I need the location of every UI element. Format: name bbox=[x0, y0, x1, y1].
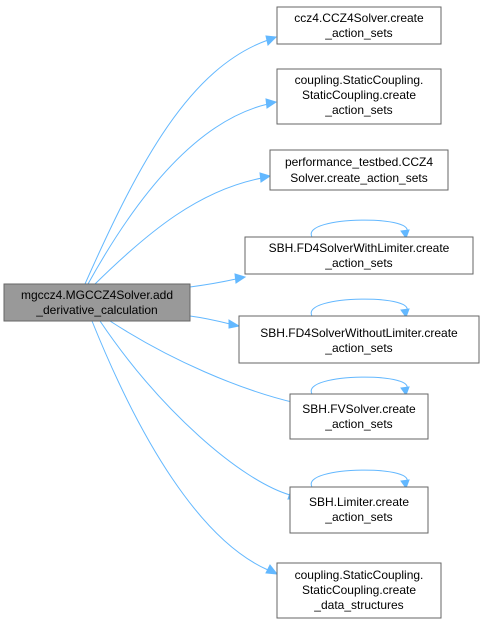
target-node-label: _action_sets bbox=[324, 103, 392, 117]
target-node-limiter[interactable]: SBH.Limiter.create _action_sets bbox=[289, 486, 429, 534]
target-node-box bbox=[276, 68, 442, 125]
self-loop-arrowhead bbox=[400, 229, 410, 240]
edge-to-ccz4-create-action-sets bbox=[84, 39, 269, 285]
edge-to-limiter bbox=[99, 320, 291, 496]
target-node-ccz4[interactable]: ccz4.CCZ4Solver.create _action_sets bbox=[276, 6, 442, 45]
target-node-label: SBH.FD4SolverWithoutLimiter.create bbox=[260, 326, 458, 340]
edge-to-fvsolver bbox=[109, 320, 297, 404]
target-node-box bbox=[289, 393, 429, 440]
target-node-label: StaticCoupling.create bbox=[302, 583, 416, 597]
root-node-box bbox=[3, 283, 191, 322]
edge-arrowhead bbox=[265, 35, 278, 46]
target-node-box bbox=[276, 6, 442, 45]
root-node[interactable]: mgccz4.MGCCZ4Solver.add _derivative_calc… bbox=[3, 283, 191, 322]
target-node-box bbox=[289, 486, 429, 534]
edge-to-performance-testbed bbox=[94, 177, 263, 285]
self-loop-fd4-with-limiter bbox=[310, 219, 408, 238]
self-loop-arrowhead bbox=[400, 386, 410, 397]
target-node-box bbox=[238, 315, 480, 364]
target-node-create-data-structures[interactable]: coupling.StaticCoupling. StaticCoupling.… bbox=[276, 562, 442, 619]
target-node-fd4-without-limiter[interactable]: SBH.FD4SolverWithoutLimiter.create _acti… bbox=[238, 315, 480, 364]
target-node-label: coupling.StaticCoupling. bbox=[295, 568, 424, 582]
edge-arrowhead bbox=[265, 564, 279, 575]
edge-arrowhead bbox=[259, 172, 272, 183]
self-loops bbox=[310, 219, 410, 490]
edge-to-fd4-with-limiter bbox=[189, 278, 237, 288]
target-node-label: ccz4.CCZ4Solver.create bbox=[294, 11, 424, 25]
self-loop-fvsolver bbox=[310, 376, 408, 395]
self-loop-arrowhead bbox=[400, 479, 410, 490]
self-loop-fd4-without-limiter bbox=[310, 298, 408, 317]
root-node-label-line1: mgccz4.MGCCZ4Solver.add bbox=[21, 288, 173, 302]
edge-to-create-data-structures bbox=[91, 320, 269, 571]
edge-arrowhead bbox=[228, 319, 241, 329]
edge-arrowhead bbox=[265, 98, 278, 109]
target-node-box bbox=[244, 236, 474, 275]
edge-arrowhead bbox=[234, 273, 247, 284]
target-node-label: StaticCoupling.create bbox=[302, 88, 416, 102]
target-node-label: coupling.StaticCoupling. bbox=[295, 73, 424, 87]
target-node-label: _data_structures bbox=[313, 598, 403, 612]
target-node-label: SBH.Limiter.create bbox=[309, 495, 409, 509]
root-node-label-line2: _derivative_calculation bbox=[35, 303, 157, 317]
target-node-fd4-with-limiter[interactable]: SBH.FD4SolverWithLimiter.create _action_… bbox=[244, 236, 474, 275]
target-node-box bbox=[269, 149, 449, 191]
edge-to-fd4-without-limiter bbox=[189, 315, 231, 325]
target-node-performance-testbed[interactable]: performance_testbed.CCZ4 Solver.create_a… bbox=[269, 149, 449, 191]
self-loop-arrowhead bbox=[400, 308, 410, 319]
target-node-label: _action_sets bbox=[324, 417, 392, 431]
target-node-label: _action_sets bbox=[324, 26, 392, 40]
target-node-label: _action_sets bbox=[324, 510, 392, 524]
target-node-label: Solver.create_action_sets bbox=[290, 171, 427, 185]
self-loop-limiter bbox=[310, 469, 408, 488]
target-node-label: SBH.FVSolver.create bbox=[302, 402, 416, 416]
target-node-label: _action_sets bbox=[324, 256, 392, 270]
target-node-fvsolver[interactable]: SBH.FVSolver.create _action_sets bbox=[289, 393, 429, 440]
target-node-staticcoupling-action-sets[interactable]: coupling.StaticCoupling. StaticCoupling.… bbox=[276, 68, 442, 125]
target-node-label: _action_sets bbox=[324, 341, 392, 355]
target-node-label: SBH.FD4SolverWithLimiter.create bbox=[269, 241, 450, 255]
target-node-label: performance_testbed.CCZ4 bbox=[285, 155, 433, 169]
target-node-box bbox=[276, 562, 442, 619]
edge-to-staticcoupling-create-action-sets bbox=[87, 103, 269, 285]
